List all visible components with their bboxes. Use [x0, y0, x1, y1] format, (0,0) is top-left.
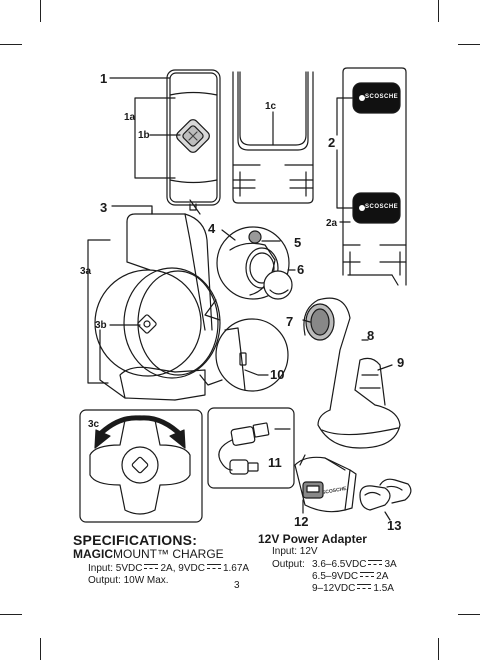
product-name-rest: MOUNT™ CHARGE	[113, 547, 224, 561]
adapter-out1-range: 3.6–6.5VDC	[312, 559, 366, 570]
callout-1c: 1c	[265, 101, 276, 112]
callout-10: 10	[270, 367, 284, 382]
page-number: 3	[234, 580, 240, 591]
adapter-out3-current: 1.5A	[373, 583, 394, 594]
callout-11: 11	[268, 455, 282, 470]
callout-4: 4	[208, 221, 215, 236]
mount-plate	[167, 70, 220, 210]
cable-clips	[360, 479, 411, 510]
callout-7: 7	[286, 314, 293, 329]
detail-ball-joint	[217, 227, 292, 299]
spec-input-a: Input: 5VDC	[88, 563, 142, 574]
dc-symbol	[207, 564, 221, 572]
callout-13: 13	[387, 518, 401, 533]
callout-6: 6	[297, 262, 304, 277]
adapter-output-2: 6.5–9VDC 2A	[312, 571, 388, 582]
adapter-output-label: Output:	[272, 559, 305, 570]
callout-3: 3	[100, 200, 107, 215]
callout-2: 2	[328, 135, 335, 150]
callout-1a: 1a	[124, 112, 135, 123]
callout-12: 12	[294, 514, 308, 529]
dc-symbol	[368, 560, 382, 568]
callout-3c: 3c	[88, 419, 99, 430]
adapter-out2-current: 2A	[376, 571, 388, 582]
spec-input-c: 1.67A	[223, 563, 249, 574]
callout-2a: 2a	[326, 218, 337, 229]
usb-cable	[208, 408, 294, 488]
car-adapter	[295, 455, 356, 512]
product-name-bold: MAGIC	[73, 547, 113, 561]
adapter-out3-range: 9–12VDC	[312, 583, 355, 594]
adapter-output-1: 3.6–6.5VDC 3A	[312, 559, 397, 570]
callout-5: 5	[294, 235, 301, 250]
dc-symbol	[144, 564, 158, 572]
strip-logo: SCOSCHE	[365, 204, 398, 210]
callout-1b: 1b	[138, 130, 150, 141]
callout-9: 9	[397, 355, 404, 370]
adhesive-card	[343, 68, 406, 285]
callout-3b: 3b	[95, 320, 107, 331]
callout-1: 1	[100, 71, 107, 86]
template-card	[233, 72, 313, 203]
magnetic-mount	[95, 200, 220, 400]
spec-input-b: 2A, 9VDC	[160, 563, 204, 574]
specifications-heading: SPECIFICATIONS:	[73, 532, 197, 548]
dc-symbol	[357, 584, 371, 592]
suction-stand	[304, 298, 400, 448]
callout-8: 8	[367, 328, 374, 343]
product-name: MAGICMOUNT™ CHARGE	[73, 547, 224, 561]
spec-input: Input: 5VDC 2A, 9VDC 1.67A	[88, 563, 249, 574]
dc-symbol	[360, 572, 374, 580]
callout-3a: 3a	[80, 266, 91, 277]
adapter-out1-current: 3A	[384, 559, 396, 570]
spec-output: Output: 10W Max.	[88, 575, 169, 586]
strip-logo: SCOSCHE	[365, 94, 398, 100]
adapter-input: Input: 12V	[272, 546, 318, 557]
adapter-heading: 12V Power Adapter	[258, 532, 367, 546]
adapter-output-3: 9–12VDC 1.5A	[312, 583, 394, 594]
adapter-out2-range: 6.5–9VDC	[312, 571, 358, 582]
